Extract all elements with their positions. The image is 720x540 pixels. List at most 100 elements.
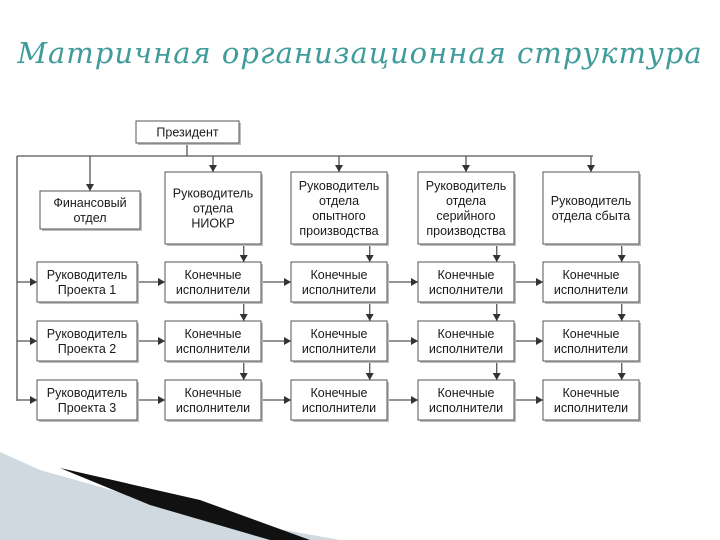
arrow-right-icon xyxy=(536,337,543,345)
box-label-line: Конечные xyxy=(310,327,367,341)
box-label-line: Конечные xyxy=(184,268,241,282)
box-label-line: Конечные xyxy=(437,268,494,282)
arrow-down-icon xyxy=(617,255,626,262)
box-label-line: отдела xyxy=(193,202,233,216)
box-frame xyxy=(164,261,262,303)
box-label-line: отдел xyxy=(73,211,106,225)
box-label-line: исполнители xyxy=(429,401,503,415)
box-frame xyxy=(417,171,515,245)
box-frame xyxy=(542,171,640,245)
box-frame xyxy=(164,379,262,421)
arrow-down-icon xyxy=(365,314,374,321)
box-label-line: отдела xyxy=(446,194,486,208)
slide-title: Матричная организационная структура xyxy=(17,36,703,70)
box-label-line: исполнители xyxy=(429,342,503,356)
box-frame xyxy=(36,261,138,303)
box-label-line: исполнители xyxy=(554,342,628,356)
box-frame xyxy=(36,379,138,421)
box-label-line: Проекта 3 xyxy=(58,401,116,415)
arrow-right-icon xyxy=(158,278,165,286)
box-frame xyxy=(164,171,262,245)
box-label-line: Руководитель xyxy=(551,194,632,208)
box-frame xyxy=(290,320,388,362)
president-box: Президент xyxy=(135,120,241,145)
box-label-line: Руководитель xyxy=(299,179,380,193)
arrow-right-icon xyxy=(284,278,291,286)
arrow-down-icon xyxy=(365,373,374,380)
arrow-down-icon xyxy=(492,373,501,380)
decorative-swoosh xyxy=(0,452,340,540)
box-frame xyxy=(164,320,262,362)
arrow-right-icon xyxy=(284,396,291,404)
box-label-line: Руководитель xyxy=(173,187,254,201)
box-frame xyxy=(417,261,515,303)
box-label-line: исполнители xyxy=(429,283,503,297)
arrow-right-icon xyxy=(284,337,291,345)
box-label-line: Конечные xyxy=(310,386,367,400)
box-frame xyxy=(290,171,388,245)
box-label-line: НИОКР xyxy=(191,217,234,231)
arrow-right-icon xyxy=(536,396,543,404)
box-label-line: серийного xyxy=(436,209,495,223)
box-label-line: исполнители xyxy=(176,342,250,356)
arrow-down-icon xyxy=(335,165,343,172)
arrow-right-icon xyxy=(30,396,37,404)
box-label-line: исполнители xyxy=(176,401,250,415)
arrow-down-icon xyxy=(617,314,626,321)
box-label-line: исполнители xyxy=(176,283,250,297)
box-label-line: исполнители xyxy=(554,401,628,415)
arrow-right-icon xyxy=(158,396,165,404)
box-label-line: Конечные xyxy=(437,327,494,341)
box-label-line: исполнители xyxy=(554,283,628,297)
box-label-line: Руководитель xyxy=(47,268,128,282)
arrow-right-icon xyxy=(30,278,37,286)
box-label-line: Конечные xyxy=(437,386,494,400)
box-label-line: Финансовый xyxy=(53,196,126,210)
arrow-down-icon xyxy=(209,165,217,172)
box-label-line: Конечные xyxy=(184,386,241,400)
box-frame xyxy=(542,379,640,421)
box-label-line: Руководитель xyxy=(426,179,507,193)
arrow-down-icon xyxy=(239,314,248,321)
arrow-down-icon xyxy=(587,165,595,172)
arrow-right-icon xyxy=(158,337,165,345)
box-frame xyxy=(417,379,515,421)
box-label-line: Конечные xyxy=(562,386,619,400)
box-frame xyxy=(417,320,515,362)
arrow-down-icon xyxy=(462,165,470,172)
box-label-line: Проекта 1 xyxy=(58,283,116,297)
box-frame xyxy=(36,320,138,362)
arrow-down-icon xyxy=(492,255,501,262)
arrow-right-icon xyxy=(411,396,418,404)
arrow-right-icon xyxy=(536,278,543,286)
box-label-line: исполнители xyxy=(302,342,376,356)
box-label-line: опытного xyxy=(312,209,366,223)
arrow-down-icon xyxy=(617,373,626,380)
box-label-line: Конечные xyxy=(562,327,619,341)
org-boxes: ПрезидентФинансовыйотделРуководительотде… xyxy=(36,120,641,422)
arrow-right-icon xyxy=(411,337,418,345)
box-label-line: производства xyxy=(426,224,505,238)
box-label-line: Проекта 2 xyxy=(58,342,116,356)
box-label-line: исполнители xyxy=(302,283,376,297)
connector-lines xyxy=(16,143,626,404)
swoosh-grey-shape xyxy=(0,452,340,540)
arrow-down-icon xyxy=(492,314,501,321)
box-frame xyxy=(290,261,388,303)
box-frame xyxy=(290,379,388,421)
